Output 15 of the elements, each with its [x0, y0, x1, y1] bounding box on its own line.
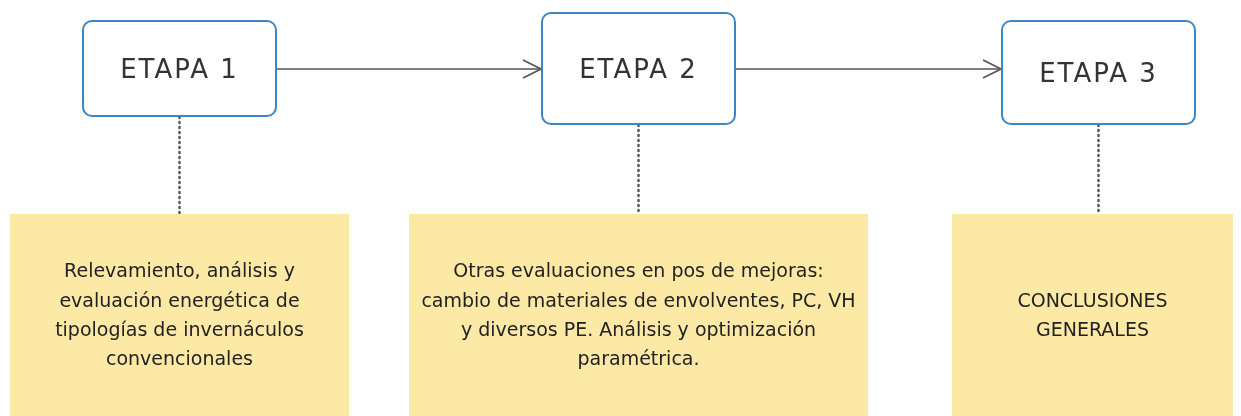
stage-box: [541, 12, 736, 125]
stage-box: [1001, 20, 1196, 125]
stage-label: ETAPA 1: [120, 53, 239, 84]
arrow: [276, 59, 542, 79]
description-text: Otras evaluaciones en pos de mejoras: cambio de materiales de envolventes, PC, VH y diversos PE. Análisis y optimización paramétrica.: [421, 258, 856, 372]
stage-label: ETAPA 3: [1039, 57, 1158, 88]
stage-box: [82, 20, 277, 117]
description-text: CONCLUSIONES GENERALES: [1016, 287, 1169, 342]
arrow: [735, 59, 1002, 79]
stage-label: ETAPA 2: [579, 53, 698, 84]
description-text: Relevamiento, análisis y evaluación energética de tipologías de invernáculos convencionales: [54, 258, 305, 372]
note-box: [952, 214, 1233, 416]
note-box: [10, 214, 349, 416]
dotted-connector: [178, 115, 181, 216]
note-box: [409, 214, 868, 416]
